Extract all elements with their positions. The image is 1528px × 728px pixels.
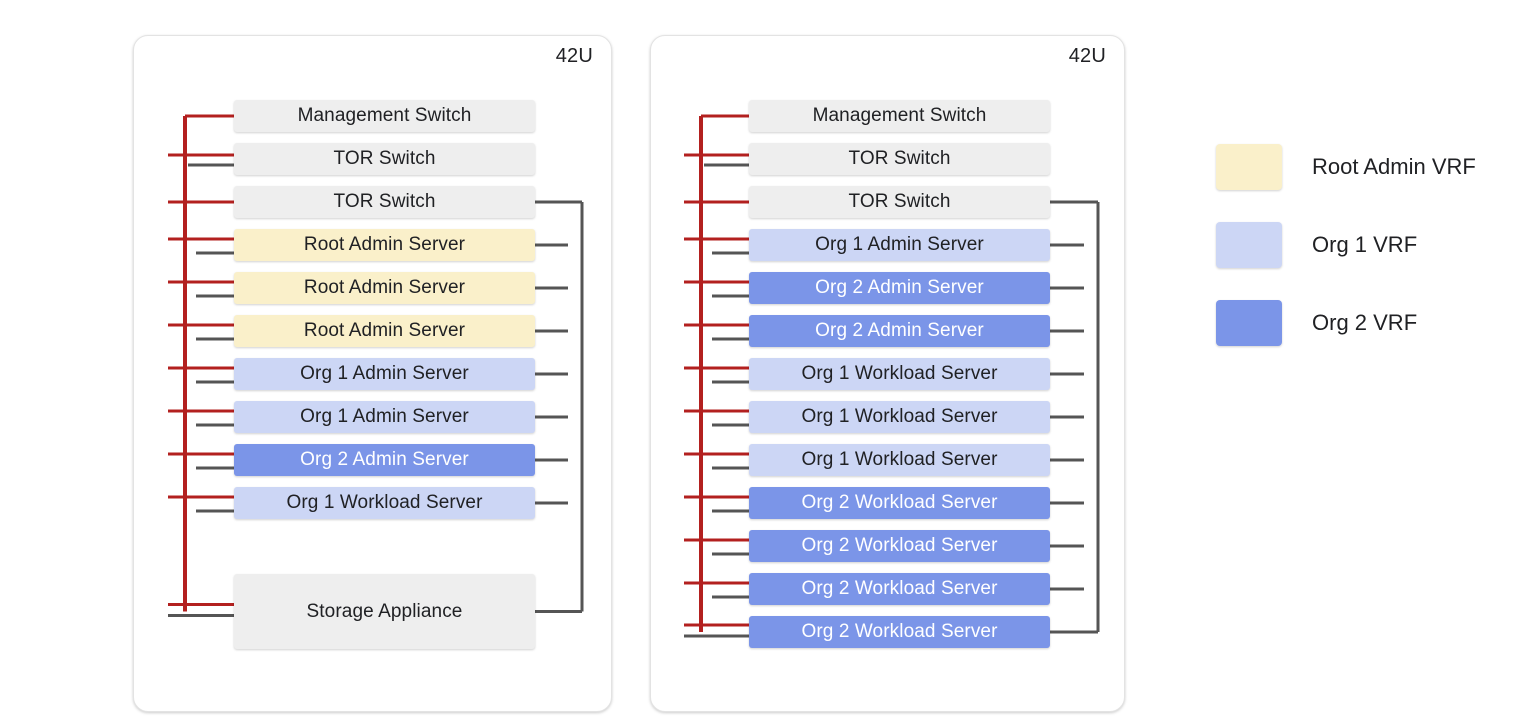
device-label: Management Switch bbox=[812, 105, 987, 126]
legend-swatch-org2-vrf bbox=[1216, 300, 1282, 346]
legend-label-org2-vrf: Org 2 VRF bbox=[1312, 310, 1418, 335]
device-label: TOR Switch bbox=[848, 148, 951, 169]
device-label: Org 1 Admin Server bbox=[815, 234, 984, 255]
device-label: TOR Switch bbox=[333, 191, 436, 212]
device-label: TOR Switch bbox=[333, 148, 436, 169]
legend-label-root-admin-vrf: Root Admin VRF bbox=[1312, 154, 1476, 179]
device-label: Org 2 Workload Server bbox=[801, 492, 998, 513]
device-box[interactable]: Management Switch bbox=[234, 100, 535, 132]
device-box[interactable]: Org 2 Admin Server bbox=[749, 315, 1050, 347]
device-box[interactable]: Root Admin Server bbox=[234, 229, 535, 261]
device-label: Org 2 Workload Server bbox=[801, 578, 998, 599]
rack-2-units-label: 42U bbox=[1068, 45, 1106, 67]
device-box[interactable]: TOR Switch bbox=[234, 186, 535, 218]
device-box[interactable]: Root Admin Server bbox=[234, 315, 535, 347]
device-label: Org 1 Workload Server bbox=[286, 492, 483, 513]
device-label: Org 2 Admin Server bbox=[815, 277, 984, 298]
device-box[interactable]: Org 2 Workload Server bbox=[749, 487, 1050, 519]
device-label: Org 2 Admin Server bbox=[300, 449, 469, 470]
legend-swatch-root-admin-vrf bbox=[1216, 144, 1282, 190]
device-box[interactable]: Management Switch bbox=[749, 100, 1050, 132]
device-label: Org 1 Workload Server bbox=[801, 449, 998, 470]
device-box[interactable]: Org 1 Admin Server bbox=[234, 401, 535, 433]
device-box[interactable]: Root Admin Server bbox=[234, 272, 535, 304]
device-box[interactable]: Org 2 Workload Server bbox=[749, 616, 1050, 648]
device-label: Root Admin Server bbox=[303, 277, 466, 298]
device-label: Org 1 Workload Server bbox=[801, 406, 998, 427]
device-label: Org 2 Admin Server bbox=[815, 320, 984, 341]
device-label: Org 2 Workload Server bbox=[801, 535, 998, 556]
device-box[interactable]: Org 1 Admin Server bbox=[749, 229, 1050, 261]
legend-item-org2-vrf: Org 2 VRF bbox=[1216, 300, 1476, 346]
device-box[interactable]: TOR Switch bbox=[749, 186, 1050, 218]
device-box[interactable]: Org 2 Workload Server bbox=[749, 573, 1050, 605]
legend-swatch-org1-vrf bbox=[1216, 222, 1282, 268]
device-box[interactable]: Org 1 Admin Server bbox=[234, 358, 535, 390]
device-box[interactable]: TOR Switch bbox=[234, 143, 535, 175]
device-label: Org 2 Workload Server bbox=[801, 621, 998, 642]
device-label: Root Admin Server bbox=[303, 234, 466, 255]
device-box[interactable]: TOR Switch bbox=[749, 143, 1050, 175]
legend-item-root-admin-vrf: Root Admin VRF bbox=[1216, 144, 1476, 190]
device-label: Storage Appliance bbox=[306, 600, 463, 622]
legend-label-org1-vrf: Org 1 VRF bbox=[1312, 232, 1418, 257]
device-label: Org 1 Admin Server bbox=[300, 363, 469, 384]
device-label: Org 1 Admin Server bbox=[300, 406, 469, 427]
device-box[interactable]: Org 1 Workload Server bbox=[749, 444, 1050, 476]
device-box[interactable]: Org 2 Workload Server bbox=[749, 530, 1050, 562]
device-box[interactable]: Org 2 Admin Server bbox=[234, 444, 535, 476]
device-label: TOR Switch bbox=[848, 191, 951, 212]
device-box[interactable]: Org 1 Workload Server bbox=[749, 358, 1050, 390]
rack-1-units-label: 42U bbox=[555, 45, 593, 67]
device-box[interactable]: Org 1 Workload Server bbox=[749, 401, 1050, 433]
device-box[interactable]: Storage Appliance bbox=[234, 574, 535, 649]
legend: Root Admin VRF Org 1 VRF Org 2 VRF bbox=[1216, 144, 1476, 346]
device-box[interactable]: Org 2 Admin Server bbox=[749, 272, 1050, 304]
device-label: Management Switch bbox=[297, 105, 472, 126]
device-label: Org 1 Workload Server bbox=[801, 363, 998, 384]
device-label: Root Admin Server bbox=[303, 320, 466, 341]
device-box[interactable]: Org 1 Workload Server bbox=[234, 487, 535, 519]
legend-item-org1-vrf: Org 1 VRF bbox=[1216, 222, 1476, 268]
